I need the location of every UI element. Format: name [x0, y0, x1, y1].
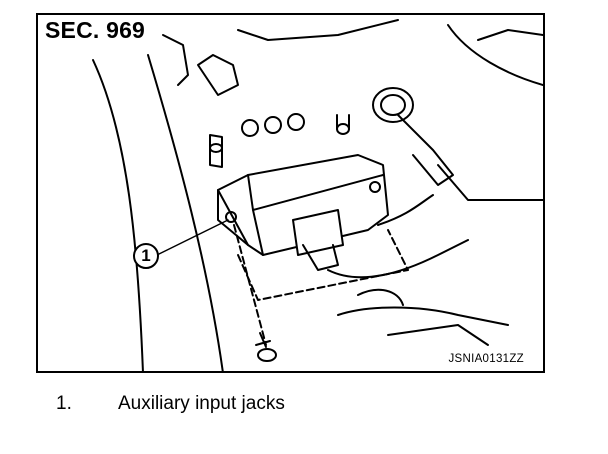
lower-trim: [337, 306, 509, 326]
callout-1: 1: [133, 243, 159, 269]
panel-corner: [477, 29, 543, 41]
boss-right: [336, 123, 350, 135]
connector-plug: [302, 244, 339, 271]
jack-module-screw-hole-left: [225, 211, 237, 223]
screw-shaft: [255, 332, 271, 348]
plug-body: [397, 114, 454, 186]
screw-head: [257, 348, 277, 362]
hole-2: [264, 116, 282, 134]
lower-trim-edge: [387, 324, 489, 346]
console-edge-inner: [147, 54, 224, 371]
diagram-frame: SEC. 969 1 JSNIA0131ZZ: [36, 13, 545, 373]
jack-module-edge: [252, 209, 264, 256]
legend-item: 1. Auxiliary input jacks: [56, 393, 285, 415]
bracket-upper: [197, 54, 239, 96]
panel-top-right: [447, 24, 543, 86]
hole-1: [241, 119, 259, 137]
jack-socket: [372, 87, 414, 123]
console-edge-left: [92, 59, 144, 371]
image-code: JSNIA0131ZZ: [448, 353, 524, 365]
boss-right-side: [336, 114, 350, 130]
jack-module-body: [217, 154, 389, 256]
harness-right: [437, 164, 543, 201]
hole-3: [287, 113, 305, 131]
callout-leader: [158, 219, 229, 255]
harness-mid: [377, 194, 434, 226]
boss-left-top: [209, 143, 223, 153]
legend-text: Auxiliary input jacks: [118, 393, 285, 414]
panel-top-edge: [237, 19, 399, 41]
screw-guide-line: [233, 224, 267, 346]
boss-left: [209, 134, 223, 168]
lower-curve: [357, 288, 404, 306]
panel-detail-left: [162, 34, 189, 86]
jack-module-screw-hole-right: [369, 181, 381, 193]
section-label: SEC. 969: [43, 17, 148, 44]
legend-number: 1.: [56, 393, 72, 414]
jack-socket-inner: [380, 94, 406, 116]
auxiliary-jack-illustration: [92, 19, 543, 371]
module-connector: [292, 209, 344, 256]
